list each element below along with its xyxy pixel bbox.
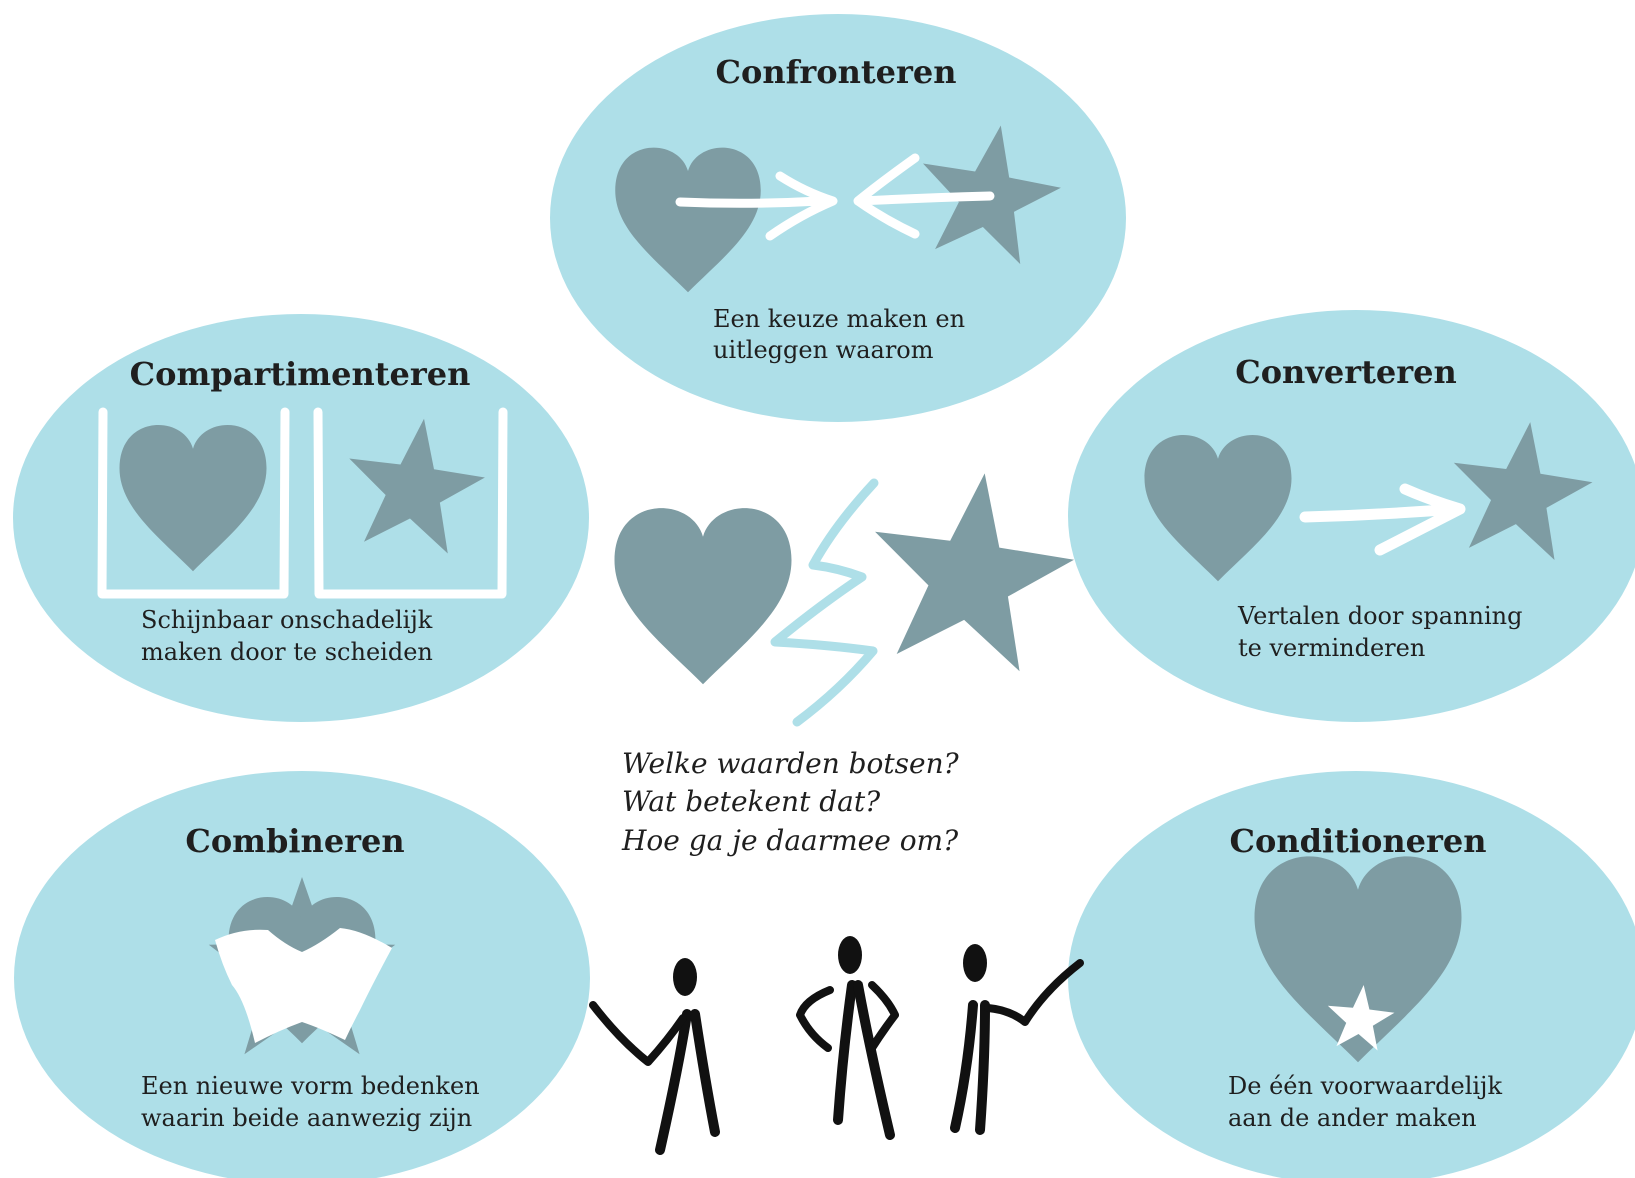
converteren-title: Converteren xyxy=(1235,353,1457,391)
converteren-description-line-2: te verminderen xyxy=(1238,634,1425,662)
right-arrow-icon xyxy=(1299,483,1466,556)
compartimenteren-description-line-2: maken door te scheiden xyxy=(141,638,433,666)
conditioneren-description-line-2: aan de ander maken xyxy=(1228,1104,1477,1132)
combineren-group: Combineren Een nieuwe vorm bedenken waar… xyxy=(141,822,480,1132)
conditioneren-description-line-1: De één voorwaardelijk xyxy=(1228,1072,1502,1100)
compartimenteren-description-line-1: Schijnbaar onschadelijk xyxy=(141,606,433,634)
confronteren-title: Confronteren xyxy=(716,53,957,91)
combineren-title: Combineren xyxy=(185,822,404,860)
star-icon xyxy=(858,459,1085,677)
heart-icon xyxy=(614,508,792,685)
left-arrow-icon xyxy=(853,153,995,239)
question-line-1: Welke waarden botsen? xyxy=(622,747,960,780)
right-arrow-icon xyxy=(675,171,838,241)
ellipse-confronteren xyxy=(550,14,1126,422)
question-line-2: Wat betekent dat? xyxy=(622,785,881,818)
combineren-description-line-2: waarin beide aanwezig zijn xyxy=(141,1104,472,1132)
person-middle-icon xyxy=(796,936,899,1140)
confronteren-group: Confronteren Een keuze maken en uitlegge… xyxy=(615,53,1070,364)
ellipse-compartimenteren xyxy=(13,314,589,722)
compartimenteren-group: Compartimenteren Schijnbaar onschadelijk… xyxy=(97,355,508,666)
combineren-description-line-1: Een nieuwe vorm bedenken xyxy=(141,1072,480,1100)
converteren-description-line-1: Vertalen door spanning xyxy=(1237,602,1522,630)
compartimenteren-title: Compartimenteren xyxy=(130,355,471,393)
confronteren-description-line-1: Een keuze maken en xyxy=(713,305,965,333)
person-right-icon xyxy=(950,944,1084,1135)
merged-heart-star-icon xyxy=(208,877,396,1055)
conditioneren-group: Conditioneren De één voorwaardelijk aan … xyxy=(1228,822,1502,1132)
converteren-group: Converteren Vertalen door spanning te ve… xyxy=(1144,353,1600,662)
compartment-right-icon xyxy=(313,407,508,599)
center-group: Welke waarden botsen? Wat betekent dat? … xyxy=(614,459,1085,857)
compartment-left-icon xyxy=(97,407,290,599)
conditioneren-title: Conditioneren xyxy=(1230,822,1487,860)
person-left-icon xyxy=(589,958,720,1155)
people-group xyxy=(589,936,1084,1155)
lightning-icon xyxy=(770,478,879,727)
confronteren-description-line-2: uitleggen waarom xyxy=(713,336,934,364)
question-line-3: Hoe ga je daarmee om? xyxy=(621,824,959,857)
